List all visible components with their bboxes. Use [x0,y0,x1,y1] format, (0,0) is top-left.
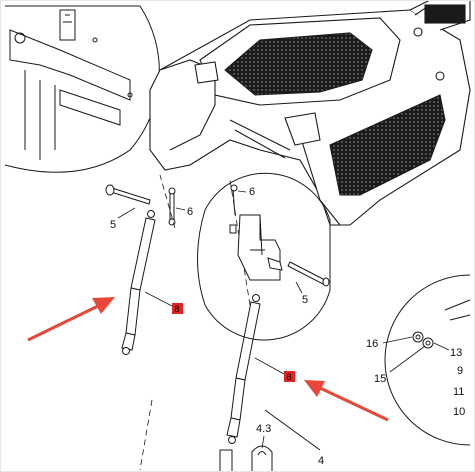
strut-tag-left-label: 8 [175,304,180,314]
gas-strut-right [226,294,261,444]
callout-part-9: 9 [457,365,463,377]
callout-part-15: 15 [374,373,386,385]
detail-circle-middle [197,172,331,341]
strut-tag-left [172,303,183,314]
callout-pin-6-top: 6 [187,206,193,218]
detail-circle-top-left [4,5,160,173]
callout-part-10: 10 [453,406,465,418]
bolt-5-top [105,184,151,205]
callout-part-11: 11 [453,386,464,398]
red-arrow-right [304,380,389,422]
callout-part-13: 13 [450,347,462,359]
strut-tag-right-label: 8 [287,372,292,382]
callout-bolt-5-top: 5 [110,219,116,231]
pin-6-top [168,187,176,226]
callout-part-4-3: 4.3 [256,423,271,435]
detail-circle-right [384,274,471,446]
callout-pin-6-detail: 6 [249,186,255,198]
red-arrow-left [27,297,115,342]
strut-tag-right [284,371,295,382]
gas-strut-left [121,210,156,355]
callout-bolt-5-detail: 5 [302,294,308,306]
callout-part-4: 4 [318,455,324,467]
callout-part-16: 16 [366,338,378,350]
machine-hood-body [149,0,471,226]
bottom-parts [219,409,321,472]
